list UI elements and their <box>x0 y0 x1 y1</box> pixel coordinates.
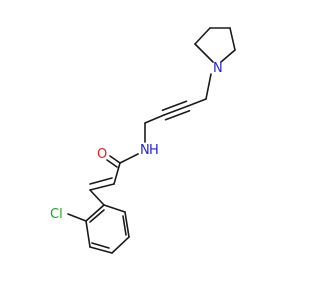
bond-aryl-2 <box>124 211 130 238</box>
bond-alkene-aryl <box>89 189 105 206</box>
bond-aryl-inner-2 <box>91 242 110 249</box>
atom-labels: N N H O Cl <box>50 61 223 222</box>
atom-h-amide: H <box>149 143 159 158</box>
atom-n-ring: N <box>213 61 223 76</box>
bond-co-alkene <box>113 162 121 185</box>
structure-diagram: N N H O Cl <box>50 27 236 254</box>
bond-ring-1 <box>194 43 214 63</box>
bond-alkene-2 <box>89 177 113 185</box>
bond-c-cl <box>67 213 87 222</box>
bond-alkene-1 <box>89 183 115 191</box>
bond-n-ch2 <box>205 73 212 100</box>
atom-o-carbonyl: O <box>97 147 107 162</box>
bond-aryl-5 <box>85 220 91 248</box>
bond-nh-co <box>119 153 139 164</box>
bond-aryl-inner-3 <box>89 209 105 223</box>
atom-cl: Cl <box>50 207 63 222</box>
bond-co-2 <box>106 159 118 168</box>
bond-ring-2 <box>194 27 211 45</box>
bonds <box>67 27 236 254</box>
bond-triple-b <box>161 100 188 112</box>
bond-ch2-alkyne <box>187 98 207 107</box>
bond-ring-4 <box>229 27 236 51</box>
bond-triple-a <box>163 105 189 116</box>
bond-co-1 <box>109 155 121 164</box>
bond-aryl-4 <box>89 246 113 254</box>
atom-n-amide: N <box>140 143 150 158</box>
bond-ring-5 <box>220 49 236 63</box>
bond-aryl-6 <box>85 204 105 222</box>
bond-aryl-1 <box>103 204 126 213</box>
bond-aryl-3 <box>111 236 130 254</box>
bond-aryl-inner-1 <box>122 215 127 236</box>
bond-alkyne-ch2 <box>144 114 165 124</box>
bond-triple-c <box>164 109 191 121</box>
